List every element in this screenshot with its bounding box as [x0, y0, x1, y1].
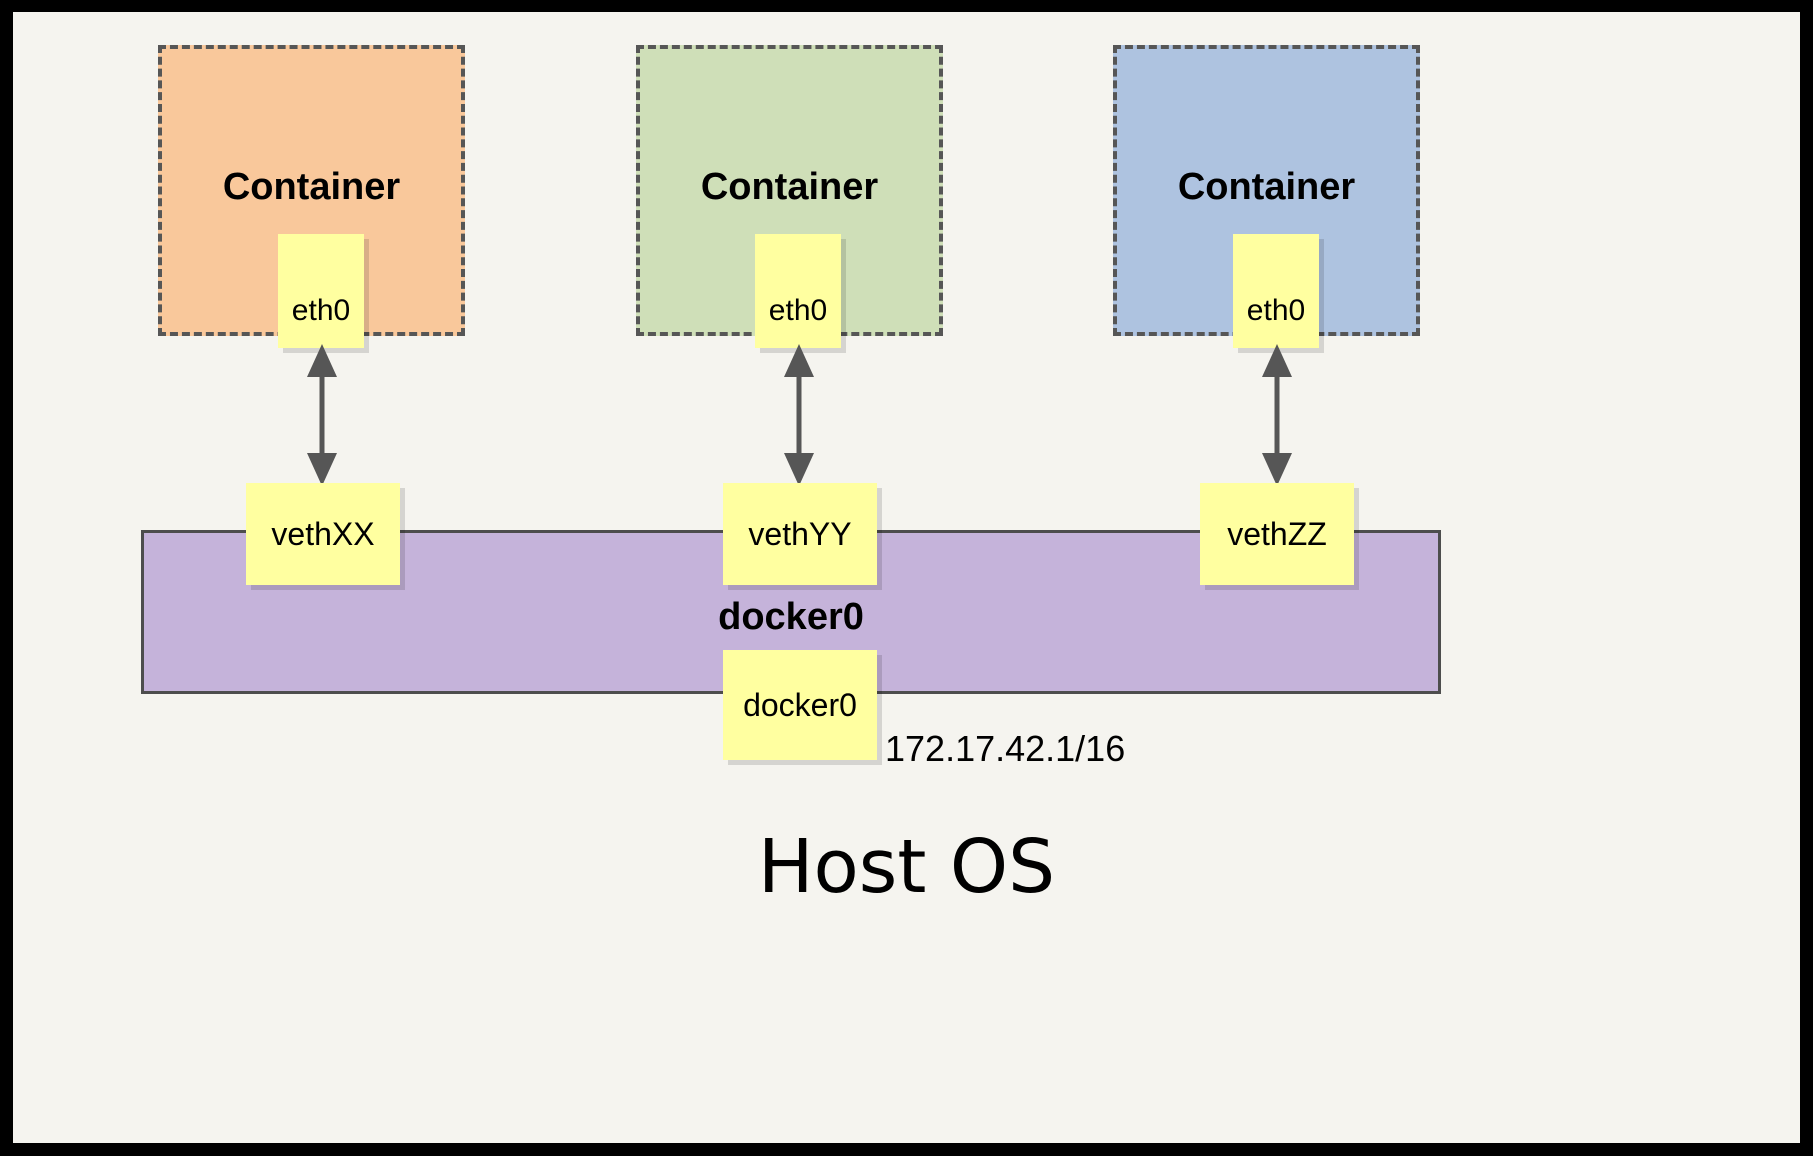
double-headed-arrow-icon-1 — [307, 344, 337, 486]
eth0-interface-box-2: eth0 — [755, 234, 841, 348]
veth-box-2: vethYY — [723, 483, 877, 585]
eth0-interface-box-1: eth0 — [278, 234, 364, 348]
docker0-device-box: docker0 — [723, 650, 877, 760]
docker0-device-label: docker0 — [743, 686, 857, 723]
docker0-ip-label: 172.17.42.1/16 — [885, 728, 1126, 769]
docker0-bridge-title: docker0 — [718, 596, 864, 638]
eth0-interface-box-3: eth0 — [1233, 234, 1319, 348]
diagram-canvas: Container eth0 Container eth0 Container … — [13, 12, 1800, 1143]
eth0-label-1: eth0 — [291, 294, 351, 327]
container-label-1: Container — [222, 166, 401, 208]
container-label-3: Container — [1177, 166, 1356, 208]
eth0-label-3: eth0 — [1246, 294, 1306, 327]
veth-box-1: vethXX — [246, 483, 400, 585]
veth-label-3: vethZZ — [1227, 515, 1327, 552]
double-headed-arrow-icon-3 — [1262, 344, 1292, 486]
veth-label-1: vethXX — [271, 515, 375, 552]
double-headed-arrow-icon-2 — [784, 344, 814, 486]
veth-box-3: vethZZ — [1200, 483, 1354, 585]
eth0-label-2: eth0 — [768, 294, 828, 327]
host-os-label: Host OS — [757, 824, 1056, 910]
veth-label-2: vethYY — [748, 515, 852, 552]
container-label-2: Container — [700, 166, 879, 208]
